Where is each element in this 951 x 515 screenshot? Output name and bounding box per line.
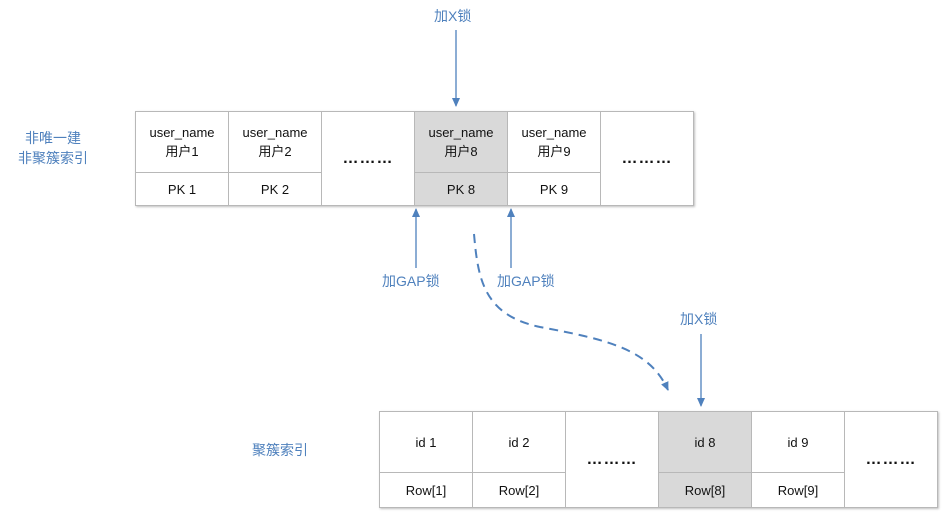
secondary-index-entry: user_name 用户1 PK 1 (136, 112, 229, 206)
entry-id: id 2 (473, 412, 565, 473)
clustered-index-entry-locked: id 8 Row[8] (659, 412, 752, 508)
entry-id: id 9 (752, 412, 844, 473)
lookup-dashed-arrow (473, 233, 669, 391)
x-lock-top-label: 加X锁 (434, 8, 472, 24)
ellipsis-cell: ……… (566, 412, 659, 508)
secondary-index-entry: user_name 用户9 PK 9 (508, 112, 601, 206)
entry-id: id 1 (380, 412, 472, 473)
entry-column-name: user_name (428, 125, 494, 140)
clustered-index-entry: id 9 Row[9] (752, 412, 845, 508)
entry-row: Row[9] (777, 482, 819, 498)
entry-user-value: 用户2 (258, 144, 292, 159)
entry-id-text: id 8 (694, 434, 716, 450)
clustered-index-entry: id 1 Row[1] (380, 412, 473, 508)
entry-row: Row[1] (405, 482, 447, 498)
ellipsis-cell: ……… (845, 412, 938, 508)
entry-primary-key: PK 8 (415, 173, 507, 205)
secondary-index-label-line2: 非聚簇索引 (18, 150, 88, 166)
entry-id: id 8 (659, 412, 751, 473)
entry-primary-key: PK 2 (260, 181, 290, 197)
secondary-index-entry-locked: user_name 用户8 PK 8 (415, 112, 508, 206)
secondary-index-entry: user_name 用户2 PK 2 (229, 112, 322, 206)
ellipsis-cell: ……… (601, 112, 694, 206)
gap-lock-left-label: 加GAP锁 (382, 273, 440, 289)
entry-primary-key: PK 9 (539, 181, 569, 197)
clustered-index-table: id 1 Row[1] id 2 Row[2] ……… id 8 Row[8] … (379, 411, 938, 508)
secondary-index-label-line1: 非唯一建 (25, 130, 81, 146)
x-lock-bottom-label: 加X锁 (680, 311, 718, 327)
clustered-index-entry: id 2 Row[2] (473, 412, 566, 508)
entry-row: Row[2] (498, 482, 540, 498)
gap-lock-right-label: 加GAP锁 (497, 273, 555, 289)
entry-column-name: user_name (242, 125, 308, 140)
entry-row: Row[8] (659, 473, 751, 507)
entry-id-text: id 2 (508, 434, 530, 450)
entry-user-value: 用户9 (537, 144, 571, 159)
entry-primary-key: PK 1 (167, 181, 197, 197)
secondary-index-label: 非唯一建 非聚簇索引 (8, 128, 98, 168)
ellipsis-cell: ……… (322, 112, 415, 206)
entry-user-value: 用户1 (165, 144, 199, 159)
secondary-index-table: user_name 用户1 PK 1 user_name 用户2 PK 2 ……… (135, 111, 694, 206)
entry-column-name: user_name (149, 125, 215, 140)
entry-id-text: id 9 (787, 434, 809, 450)
clustered-index-label: 聚簇索引 (252, 442, 308, 458)
entry-id-text: id 1 (415, 434, 437, 450)
entry-user-value: 用户8 (444, 144, 478, 159)
entry-column-name: user_name (521, 125, 587, 140)
